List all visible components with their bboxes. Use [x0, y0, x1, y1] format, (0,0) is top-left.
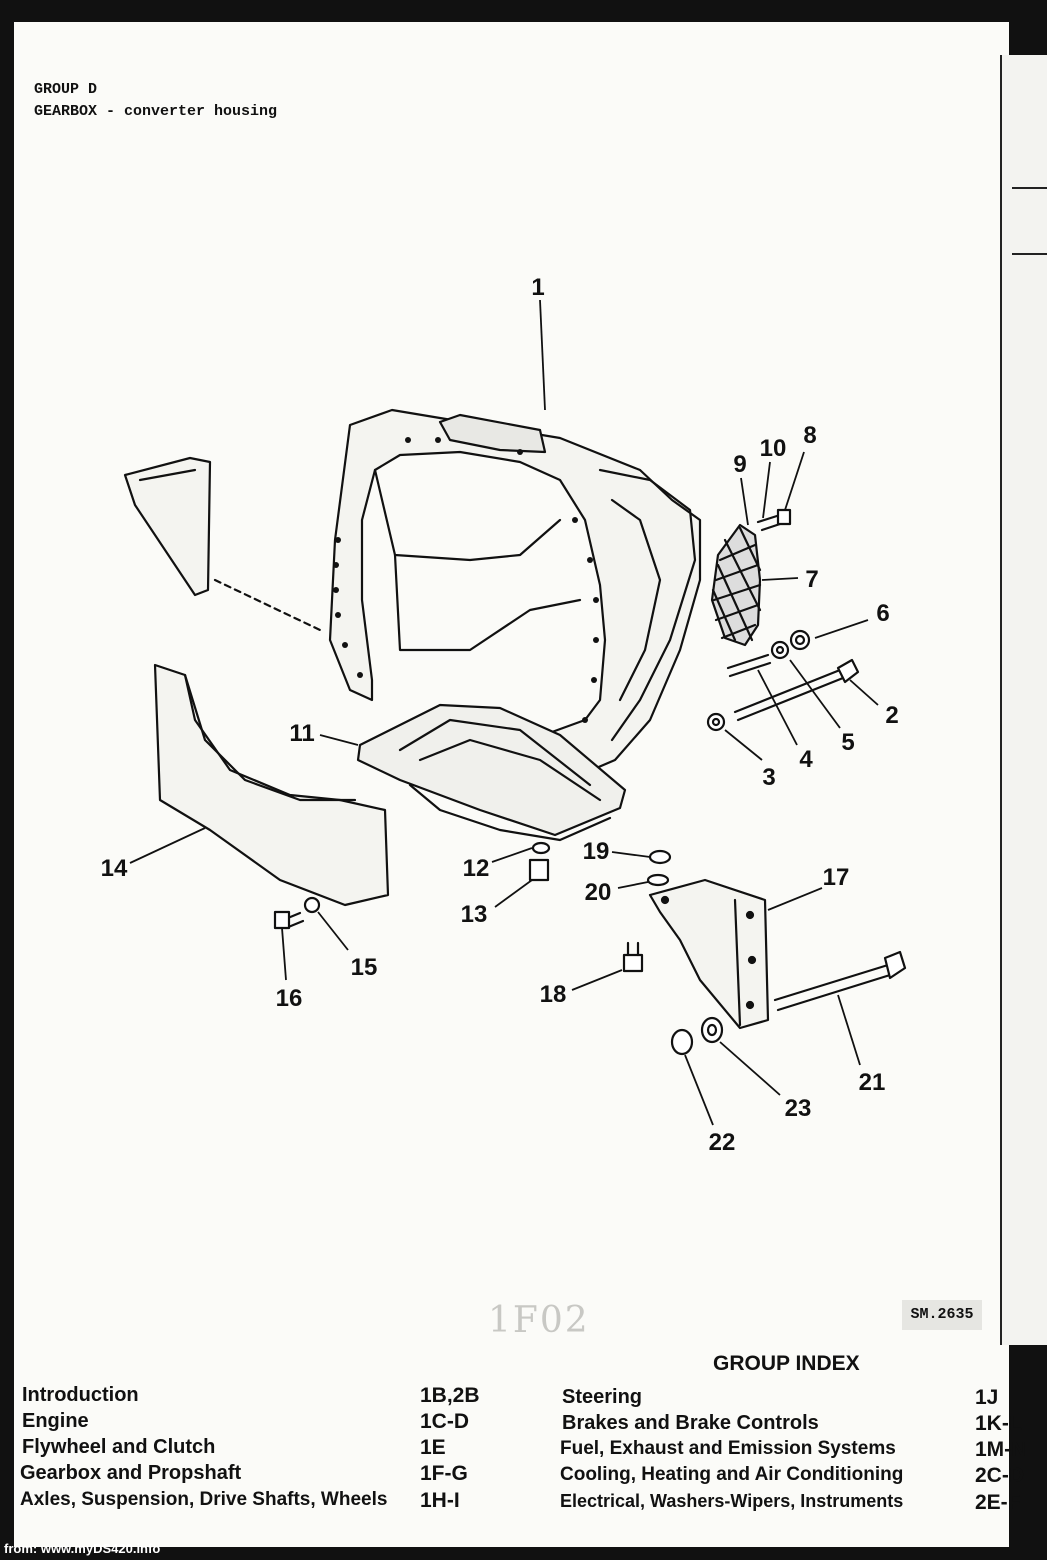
- index-code[interactable]: 1E: [420, 1436, 446, 1459]
- callout-17: 17: [823, 864, 850, 891]
- adjacent-page-edge: [1000, 55, 1047, 1345]
- callout-2: 2: [885, 702, 898, 729]
- callout-20: 20: [585, 879, 612, 906]
- callout-5: 5: [841, 729, 854, 756]
- index-link-electrical[interactable]: Electrical, Washers-Wipers, Instruments: [560, 1491, 904, 1511]
- index-code[interactable]: 1B,2B: [420, 1384, 480, 1407]
- callout-15: 15: [351, 954, 378, 981]
- index-link-gearbox[interactable]: Gearbox and Propshaft: [20, 1462, 242, 1484]
- callout-8: 8: [803, 422, 816, 449]
- index-link-flywheel[interactable]: Flywheel and Clutch: [22, 1436, 216, 1458]
- index-code[interactable]: 2C-D: [975, 1464, 1025, 1487]
- callout-13: 13: [461, 901, 488, 928]
- callout-9: 9: [733, 451, 746, 478]
- callout-22: 22: [709, 1129, 736, 1156]
- index-link-steering[interactable]: Steering: [562, 1386, 643, 1408]
- callout-19: 19: [583, 838, 610, 865]
- drawing-reference: SM.2635: [902, 1300, 982, 1330]
- group-index-title: GROUP INDEX: [713, 1352, 860, 1375]
- callout-21: 21: [859, 1069, 886, 1096]
- callout-16: 16: [276, 985, 303, 1012]
- callout-11: 11: [289, 720, 314, 747]
- index-code[interactable]: 1M-N: [975, 1438, 1027, 1461]
- index-link-introduction[interactable]: Introduction: [22, 1384, 139, 1406]
- source-footer: from: www.myDS420.info: [4, 1541, 161, 1556]
- callout-1: 1: [531, 274, 544, 301]
- callout-23: 23: [785, 1095, 812, 1122]
- callout-18: 18: [540, 981, 567, 1008]
- index-link-engine[interactable]: Engine: [22, 1410, 89, 1432]
- callout-4: 4: [799, 746, 813, 773]
- index-code[interactable]: 2E-F: [975, 1491, 1021, 1514]
- upper-bracket: [123, 456, 212, 597]
- callout-10: 10: [760, 435, 787, 462]
- index-code[interactable]: 1K-L: [975, 1412, 1022, 1435]
- index-link-brakes[interactable]: Brakes and Brake Controls: [562, 1412, 819, 1434]
- index-link-fuel[interactable]: Fuel, Exhaust and Emission Systems: [560, 1438, 896, 1459]
- group-label: GROUP D: [34, 81, 98, 98]
- page-header: GROUP D GEARBOX - converter housing: [34, 79, 277, 123]
- index-code[interactable]: 1H-I: [420, 1489, 460, 1512]
- index-code[interactable]: 1F-G: [420, 1462, 468, 1485]
- callout-3: 3: [762, 764, 775, 791]
- shield-plate: [153, 663, 390, 907]
- index-link-cooling[interactable]: Cooling, Heating and Air Conditioning: [560, 1464, 904, 1485]
- section-title: GEARBOX - converter housing: [34, 103, 278, 120]
- handwritten-note: 1F02: [488, 1300, 590, 1341]
- index-code[interactable]: 1J: [975, 1386, 999, 1409]
- converter-housing: [328, 408, 702, 777]
- callout-7: 7: [805, 566, 818, 593]
- bottom-cover-plate: [356, 703, 627, 837]
- index-code[interactable]: 1C-D: [420, 1410, 470, 1433]
- index-link-axles[interactable]: Axles, Suspension, Drive Shafts, Wheels: [20, 1489, 388, 1510]
- callout-6: 6: [876, 600, 889, 627]
- callout-12: 12: [463, 855, 490, 882]
- callout-14: 14: [101, 855, 128, 882]
